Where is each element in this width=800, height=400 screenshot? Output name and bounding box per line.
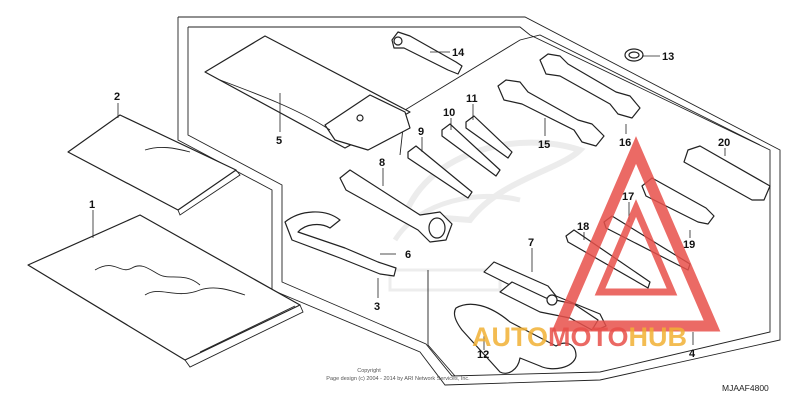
watermark-logo: AUTOMOTOHUB — [472, 136, 721, 352]
copyright-notice: Page design (c) 2004 - 2014 by ARI Netwo… — [326, 376, 470, 382]
part-15-wrench — [497, 79, 605, 147]
svg-text:AUTOMOTOHUB: AUTOMOTOHUB — [472, 322, 687, 352]
part-12-hook-wrench — [453, 303, 577, 374]
watermark-text-auto: AUTO — [472, 322, 548, 352]
part-label-11: 11 — [466, 93, 478, 105]
part-16-wrench — [539, 53, 641, 119]
part-number-labels: 1 2 3 4 5 6 7 8 9 10 11 12 13 14 15 16 1… — [89, 47, 730, 361]
part-1-manual — [27, 214, 304, 368]
watermark-triangle-inner-icon — [594, 199, 678, 296]
part-label-1: 1 — [89, 199, 95, 211]
leader-lines — [92, 51, 726, 350]
part-label-8: 8 — [379, 157, 385, 169]
diagram-code: MJAAF4800 — [722, 383, 769, 393]
part-label-12: 12 — [477, 349, 489, 361]
part-label-2: 2 — [114, 91, 120, 103]
part-label-19: 19 — [683, 239, 695, 251]
part-label-5: 5 — [276, 135, 282, 147]
part-10-hex-key — [441, 123, 501, 177]
part-label-13: 13 — [662, 51, 674, 63]
part-label-9: 9 — [418, 126, 424, 138]
part-label-14: 14 — [452, 47, 465, 59]
part-9-hex-key — [407, 145, 473, 199]
part-label-10: 10 — [443, 107, 455, 119]
part-18-screwdriver — [565, 229, 651, 289]
watermark-text-moto: MOTO — [548, 322, 629, 352]
part-3-pin-spanner — [284, 211, 397, 277]
part-label-3: 3 — [374, 301, 380, 313]
part-label-4: 4 — [689, 348, 696, 360]
part-label-6: 6 — [405, 249, 411, 261]
part-14-wrench — [391, 31, 463, 75]
part-label-15: 15 — [538, 139, 550, 151]
part-label-7: 7 — [528, 237, 534, 249]
part-5-tool-bag — [204, 35, 411, 151]
part-label-20: 20 — [718, 137, 730, 149]
watermark-text-hub: HUB — [629, 322, 688, 352]
part-label-16: 16 — [619, 137, 631, 149]
part-label-17: 17 — [622, 191, 634, 203]
watermark-triangle-icon — [551, 136, 721, 332]
copyright-heading: Copyright — [357, 368, 381, 374]
part-2-document — [67, 114, 241, 216]
part-7-pliers — [483, 261, 607, 331]
part-8-socket-wrench — [339, 169, 453, 243]
part-20-grip — [683, 145, 771, 201]
part-label-18: 18 — [577, 221, 589, 233]
part-13-washer — [624, 48, 644, 62]
